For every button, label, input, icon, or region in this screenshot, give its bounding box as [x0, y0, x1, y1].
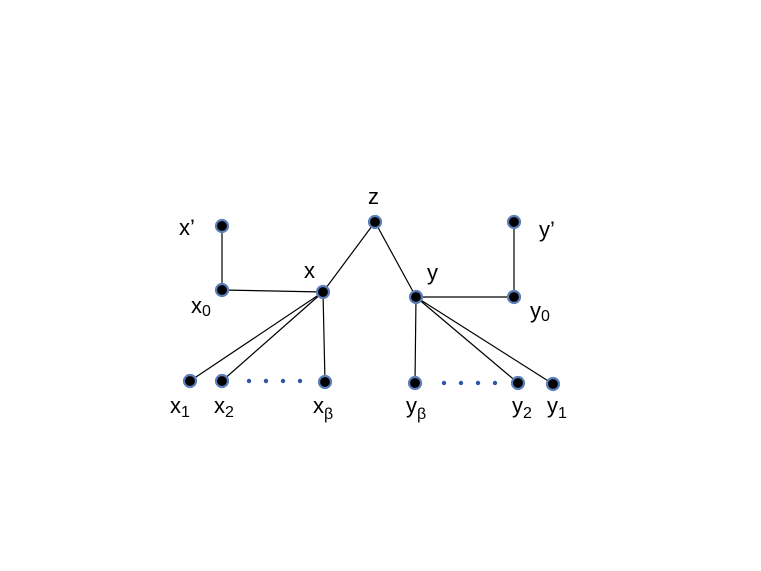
label-x1: x1	[170, 393, 190, 421]
node-x0	[214, 282, 230, 298]
edge-y-yb	[414, 296, 417, 384]
edges	[189, 221, 554, 385]
label-xb: xβ	[313, 393, 333, 423]
edge-y-y2	[415, 296, 519, 384]
labels: z x y x’ y’ x0 y0 x1 x2 xβ yβ y2 y1	[170, 184, 567, 423]
edge-x-x1	[189, 291, 324, 382]
node-x-prime	[214, 218, 230, 234]
edge-y-y1	[415, 296, 554, 385]
label-y-prime: y’	[539, 217, 555, 242]
node-y2	[510, 375, 526, 391]
edge-z-y	[374, 221, 417, 298]
edge-z-x	[322, 221, 376, 293]
label-x: x	[304, 258, 315, 283]
label-x-prime: x’	[179, 215, 195, 240]
node-xb	[317, 374, 333, 390]
edge-x-xb	[322, 291, 326, 383]
node-yb	[407, 375, 423, 391]
node-x	[315, 284, 331, 300]
label-yb: yβ	[406, 393, 426, 423]
node-y1	[545, 376, 561, 392]
node-z	[367, 214, 383, 230]
label-y1: y1	[547, 393, 567, 422]
node-y	[408, 289, 424, 305]
label-z: z	[368, 184, 379, 209]
ellipsis-right	[441, 380, 498, 386]
node-x1	[182, 373, 198, 389]
label-x2: x2	[214, 393, 234, 421]
node-y0	[506, 289, 522, 305]
ellipsis-left	[246, 378, 303, 384]
node-x2	[214, 373, 230, 389]
nodes	[182, 214, 561, 392]
label-x0: x0	[191, 293, 211, 320]
edge-x0-x	[221, 289, 324, 293]
node-y-prime	[506, 214, 522, 230]
label-y: y	[427, 260, 438, 285]
label-y2: y2	[512, 393, 532, 422]
edge-x-x2	[221, 291, 324, 382]
label-y0: y0	[530, 298, 550, 325]
